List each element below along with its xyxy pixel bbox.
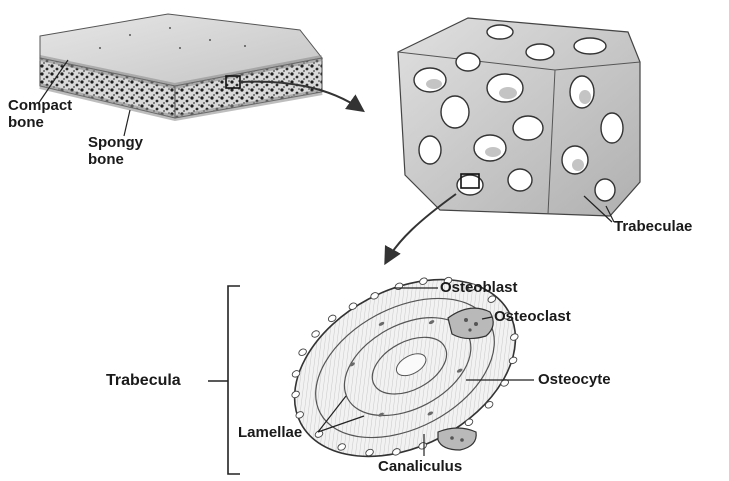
trabecula-cross-section: [261, 240, 548, 481]
canaliculus-label: Canaliculus: [378, 458, 462, 475]
osteoclast-label: Osteoclast: [494, 308, 571, 325]
lamellae-label: Lamellae: [238, 424, 302, 441]
bone-slab: [40, 14, 322, 118]
spongy-bone-label: Spongy bone: [88, 134, 143, 168]
compact-bone-label: Compact bone: [8, 97, 72, 131]
spongy-bone-cube: [398, 18, 640, 216]
trabeculae-label: Trabeculae: [614, 218, 692, 235]
osteocyte-label: Osteocyte: [538, 371, 611, 388]
spongy-bone-leader: [124, 110, 130, 136]
trabecula-bracket: [228, 286, 240, 474]
osteoblast-label: Osteoblast: [440, 279, 518, 296]
trabecula-label: Trabecula: [106, 372, 181, 389]
